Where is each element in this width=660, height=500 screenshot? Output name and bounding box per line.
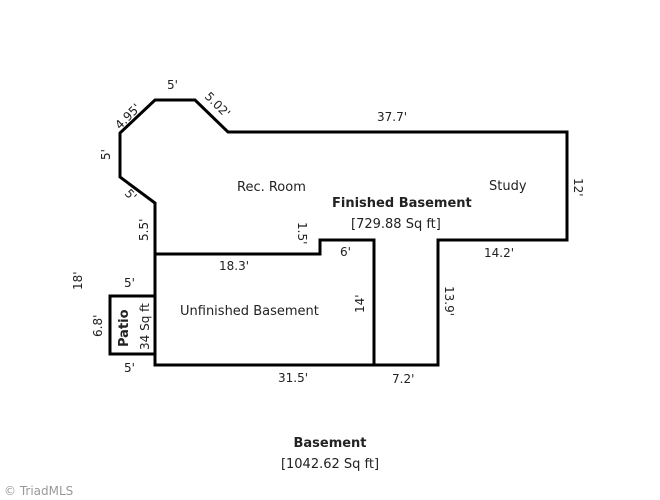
caption-title: Basement xyxy=(293,436,367,451)
dim-14-2: 14.2' xyxy=(484,246,514,260)
dim-31-5: 31.5' xyxy=(278,371,308,385)
dim-5-left: 5' xyxy=(99,149,113,160)
dim-right-12: 12' xyxy=(571,178,585,197)
dim-6: 6' xyxy=(340,245,351,259)
dim-14: 14' xyxy=(353,294,367,313)
watermark: © TriadMLS xyxy=(4,484,74,498)
study-label: Study xyxy=(489,179,527,194)
dim-5-patio-top: 5' xyxy=(124,276,135,290)
patio-area-label: 34 Sq ft xyxy=(138,303,152,350)
dim-5-02: 5.02' xyxy=(202,89,233,120)
patio-label: Patio xyxy=(117,309,132,347)
rec-room-label: Rec. Room xyxy=(237,180,306,195)
finished-basement-outline xyxy=(118,98,569,367)
dim-6-8: 6.8' xyxy=(91,315,105,337)
finished-basement-area: [729.88 Sq ft] xyxy=(351,217,441,232)
finished-basement-title: Finished Basement xyxy=(332,196,472,211)
caption-area: [1042.62 Sq ft] xyxy=(280,457,380,472)
patio-outline xyxy=(108,294,157,356)
dim-5-5: 5.5' xyxy=(137,219,151,241)
dim-18-3: 18.3' xyxy=(219,259,249,273)
unfinished-basement-outline xyxy=(153,238,376,367)
dim-5-bottom: 5' xyxy=(124,361,135,375)
dim-5-top: 5' xyxy=(167,78,178,92)
dim-7-2: 7.2' xyxy=(392,372,414,386)
dim-1-5: 1.5' xyxy=(295,222,309,244)
dim-13-9: 13.9' xyxy=(442,286,456,316)
unfinished-basement-label: Unfinished Basement xyxy=(180,304,319,319)
dim-top-37-7: 37.7' xyxy=(377,110,407,124)
dim-18: 18' xyxy=(71,271,85,290)
